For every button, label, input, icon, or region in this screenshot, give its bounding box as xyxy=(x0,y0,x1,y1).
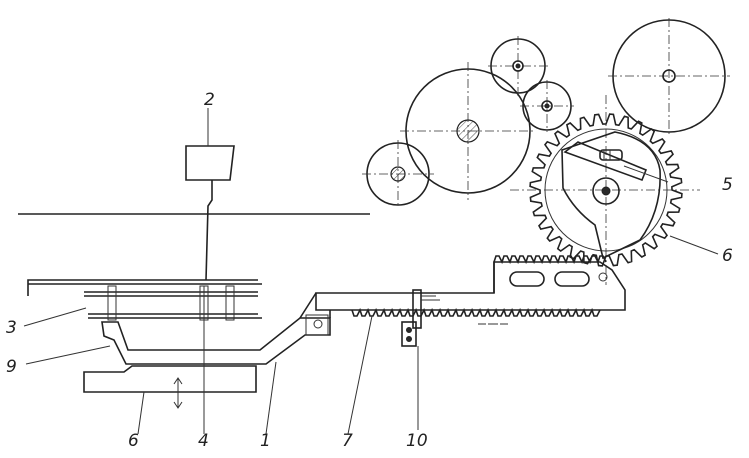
stop-pin xyxy=(401,289,440,347)
lever-assembly xyxy=(18,145,370,409)
label-5: 5 xyxy=(722,175,733,195)
top-right-gear xyxy=(608,18,730,134)
upper-rack-teeth xyxy=(493,255,607,265)
top-small-gear xyxy=(488,36,548,96)
lower-rack-teeth xyxy=(351,307,601,317)
lower-rack-tooth-profile xyxy=(351,307,601,317)
small-left-gear xyxy=(362,140,434,208)
label-10: 10 xyxy=(406,431,428,451)
label-4: 4 xyxy=(198,431,209,451)
toothed-wheel xyxy=(510,95,700,285)
label-2: 2 xyxy=(204,90,215,110)
upper-rack-tooth-profile xyxy=(493,255,607,265)
label-7: 7 xyxy=(342,431,353,451)
label-6-bottom: 6 xyxy=(128,431,139,451)
label-6-right: 6 xyxy=(722,246,733,266)
callout-labels: 2 3 9 5 6 6 4 1 7 10 xyxy=(6,90,733,451)
middle-small-gear xyxy=(520,80,574,132)
leader-lines xyxy=(23,108,719,435)
large-gear xyxy=(400,62,536,200)
label-1: 1 xyxy=(260,431,271,451)
gear-train xyxy=(362,18,730,208)
pawl xyxy=(563,141,648,182)
label-9: 9 xyxy=(6,357,17,377)
label-3: 3 xyxy=(6,318,17,338)
rack-assembly xyxy=(315,255,626,325)
